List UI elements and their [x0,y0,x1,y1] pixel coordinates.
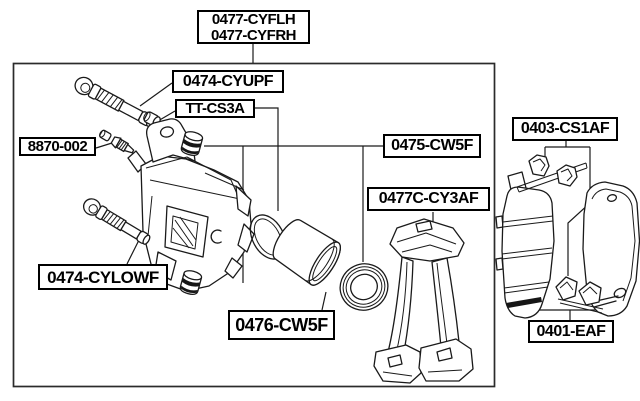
piston-boot-drawing [339,263,389,311]
lower-pin-boot-drawing [179,270,203,295]
bleeder-screw-drawing [99,129,135,154]
part-label-caliper-assembly[interactable]: 0477-CYFLH 0477-CYFRH [197,10,310,44]
upper-slide-pin-drawing [74,76,155,127]
outer-brake-pad-drawing [495,171,555,319]
part-label-lower-slide-pin[interactable]: 0474-CYLOWF [38,264,168,290]
part-label-caliper-bracket[interactable]: 0477C-CY3AF [367,187,490,211]
lower-pad-clips-drawing [555,276,604,314]
part-label-pad-clip-kit[interactable]: 0403-CS1AF [512,117,618,141]
part-label-upper-slide-pin[interactable]: 0474-CYUPF [172,70,284,93]
part-label-pin-boot[interactable]: 0475-CW5F [383,134,481,158]
part-label-brake-pad-kit[interactable]: 0401-EAF [528,320,614,343]
leader-lines [95,44,611,320]
part-label-cylinder-kit[interactable]: 0476-CW5F [228,310,335,340]
piston-drawing [272,219,341,286]
lower-slide-pin-drawing [82,198,151,245]
part-label-caliper-assembly-line2: 0477-CYFRH [210,26,297,44]
caliper-bracket-drawing [373,218,474,384]
part-label-caliper-assembly-line1: 0477-CYFLH [211,10,296,28]
part-label-pin-bushing[interactable]: TT-CS3A [175,99,255,118]
part-label-bleeder-screw[interactable]: 8870-002 [19,137,96,156]
upper-pad-clips-drawing [516,154,588,193]
assembly-boundary-box [12,62,496,388]
upper-pin-boot-drawing [180,131,204,156]
